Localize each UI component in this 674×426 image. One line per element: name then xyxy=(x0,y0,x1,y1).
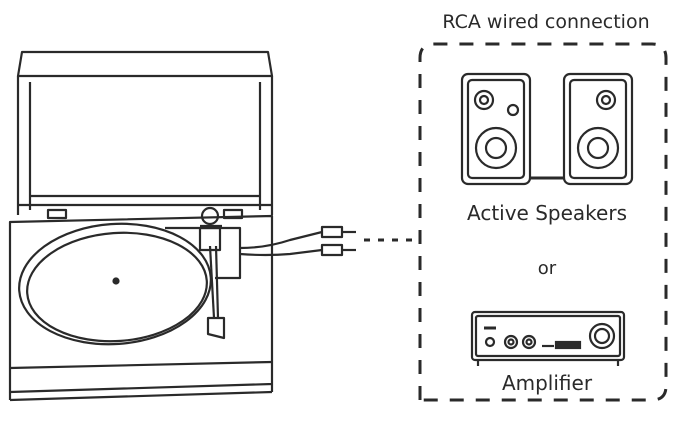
right-speaker-icon xyxy=(562,72,634,186)
or-label: or xyxy=(538,258,557,279)
left-speaker-icon xyxy=(460,72,532,186)
spindle-icon xyxy=(112,277,120,285)
turntable-base xyxy=(8,214,274,402)
platter xyxy=(18,222,212,346)
amplifier-illustration xyxy=(470,310,626,366)
turntable-illustration xyxy=(8,50,356,402)
active-speakers-illustration xyxy=(460,72,634,186)
active-speakers-label: Active Speakers xyxy=(467,201,627,225)
rca-cable xyxy=(239,225,356,257)
turntable-lid xyxy=(16,50,274,220)
dashed-enclosure xyxy=(418,42,668,402)
amplifier-label: Amplifier xyxy=(502,371,593,395)
diagram-title: RCA wired connection xyxy=(442,11,649,33)
tonearm xyxy=(165,206,242,340)
